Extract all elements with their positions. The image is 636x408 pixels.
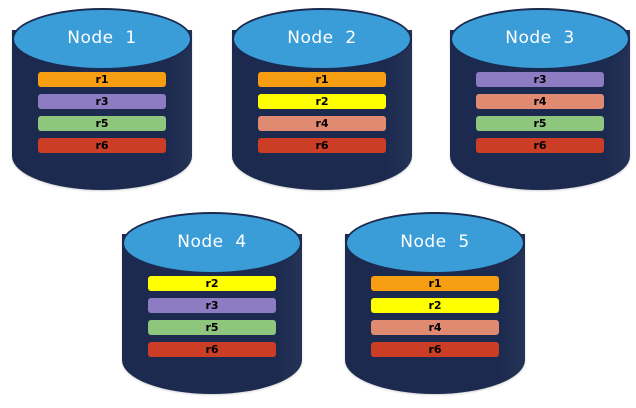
replica-stack: r2 r3 r5 r6 [148, 276, 276, 357]
replica-bar[interactable]: r3 [38, 94, 166, 109]
cylinder-top-ellipse-icon [450, 8, 630, 70]
cylinder-top-ellipse-icon [232, 8, 412, 70]
replica-bar[interactable]: r6 [258, 138, 386, 153]
replica-bar[interactable]: r2 [258, 94, 386, 109]
node-label: Node 5 [400, 232, 470, 252]
cylinder-top-ellipse-icon [122, 212, 302, 274]
replica-bar[interactable]: r1 [38, 72, 166, 87]
replica-bar[interactable]: r5 [476, 116, 604, 131]
replica-bar[interactable]: r6 [476, 138, 604, 153]
replica-stack: r1 r2 r4 r6 [371, 276, 499, 357]
replica-stack: r3 r4 r5 r6 [476, 72, 604, 153]
database-node-2[interactable]: Node 2 r1 r2 r4 r6 [232, 8, 412, 193]
replica-bar[interactable]: r4 [371, 320, 499, 335]
node-label: Node 3 [505, 28, 575, 48]
replica-bar[interactable]: r6 [371, 342, 499, 357]
node-label: Node 2 [287, 28, 357, 48]
replica-stack: r1 r3 r5 r6 [38, 72, 166, 153]
database-node-4[interactable]: Node 4 r2 r3 r5 r6 [122, 212, 302, 397]
replica-bar[interactable]: r4 [258, 116, 386, 131]
replica-bar[interactable]: r5 [148, 320, 276, 335]
database-node-5[interactable]: Node 5 r1 r2 r4 r6 [345, 212, 525, 397]
replica-bar[interactable]: r3 [148, 298, 276, 313]
database-node-3[interactable]: Node 3 r3 r4 r5 r6 [450, 8, 630, 193]
database-node-1[interactable]: Node 1 r1 r3 r5 r6 [12, 8, 192, 193]
replica-bar[interactable]: r3 [476, 72, 604, 87]
replica-stack: r1 r2 r4 r6 [258, 72, 386, 153]
replica-bar[interactable]: r4 [476, 94, 604, 109]
replica-bar[interactable]: r6 [148, 342, 276, 357]
replica-bar[interactable]: r6 [38, 138, 166, 153]
replica-bar[interactable]: r1 [371, 276, 499, 291]
replica-bar[interactable]: r2 [371, 298, 499, 313]
replica-bar[interactable]: r2 [148, 276, 276, 291]
cylinder-top-ellipse-icon [12, 8, 192, 70]
replica-bar[interactable]: r1 [258, 72, 386, 87]
node-label: Node 4 [177, 232, 247, 252]
cylinder-top-ellipse-icon [345, 212, 525, 274]
node-label: Node 1 [67, 28, 137, 48]
replica-bar[interactable]: r5 [38, 116, 166, 131]
